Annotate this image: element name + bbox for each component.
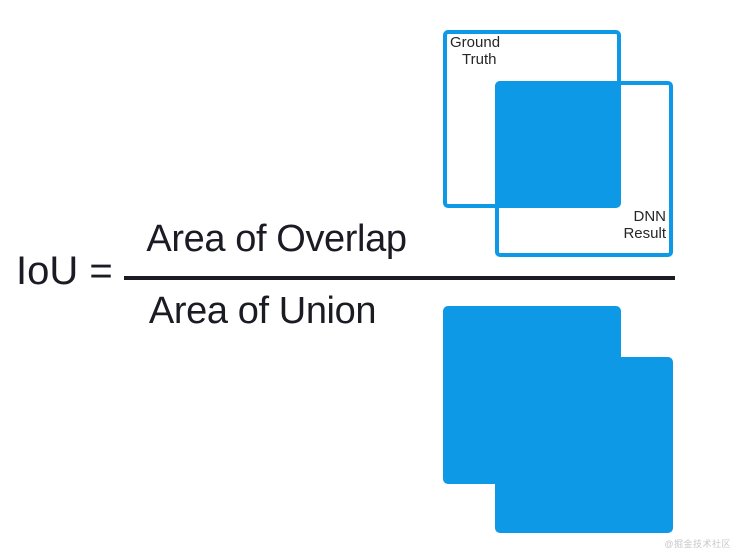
ground-truth-label: Ground Truth <box>450 34 520 68</box>
dnn-result-label-line1: DNN <box>633 208 667 225</box>
dnn-result-label-line2: Result <box>623 225 666 242</box>
union-region-part-dnn-result <box>495 357 673 533</box>
overlap-diagram: Ground Truth DNN Result <box>443 30 673 257</box>
ground-truth-label-line1: Ground <box>450 34 501 51</box>
overlap-region-fill <box>495 81 621 207</box>
dnn-result-label: DNN Result <box>600 208 666 242</box>
ground-truth-label-line2: Truth <box>462 51 497 68</box>
watermark: @掘金技术社区 <box>664 539 731 549</box>
